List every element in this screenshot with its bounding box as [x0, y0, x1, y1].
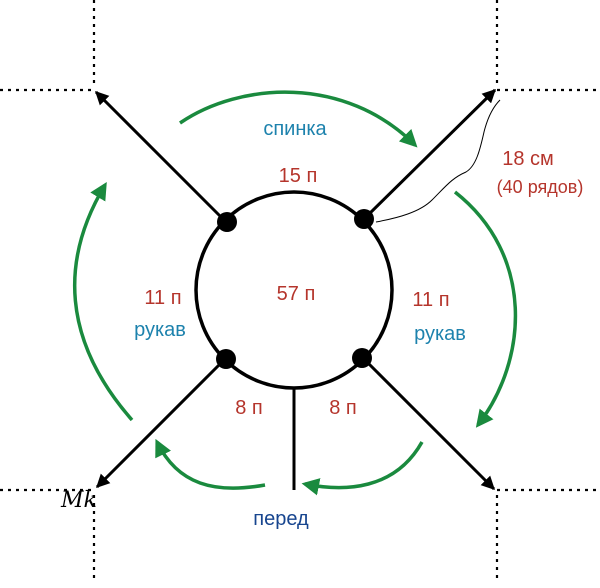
direction-arrow-back: [179, 90, 418, 148]
signature: Mk: [60, 488, 97, 513]
back-count: 15 п: [279, 165, 318, 187]
back-label: спинка: [263, 118, 327, 140]
raglan-length-rows: (40 рядов): [497, 177, 584, 197]
front-label: перед: [253, 508, 309, 530]
direction-arrow-left: [73, 181, 134, 422]
total-stitches: 57 п: [277, 283, 316, 305]
front-right-count: 8 п: [329, 397, 357, 419]
length-brace: [375, 99, 501, 223]
direction-arrow-front-left: [155, 438, 266, 490]
raglan-point-top-left: [217, 212, 237, 232]
raglan-line-bottom-right: [361, 356, 496, 491]
direction-arrow-right: [453, 190, 518, 428]
right-sleeve-count: 11 п: [412, 289, 449, 311]
left-sleeve-count: 11 п: [144, 287, 181, 309]
right-sleeve-label: рукав: [414, 323, 466, 345]
raglan-line-bottom-left: [95, 356, 228, 489]
left-sleeve-label: рукав: [134, 319, 186, 341]
raglan-line-top-left: [94, 90, 228, 224]
raglan-point-bottom-right: [352, 348, 372, 368]
direction-arrow-front-right: [301, 441, 424, 496]
raglan-point-top-right: [354, 209, 374, 229]
raglan-length-measure: 18 см: [502, 148, 554, 170]
raglan-point-bottom-left: [216, 349, 236, 369]
raglan-line-top-right: [362, 88, 497, 221]
front-left-count: 8 п: [235, 397, 263, 419]
neckline-circle: [194, 190, 394, 390]
